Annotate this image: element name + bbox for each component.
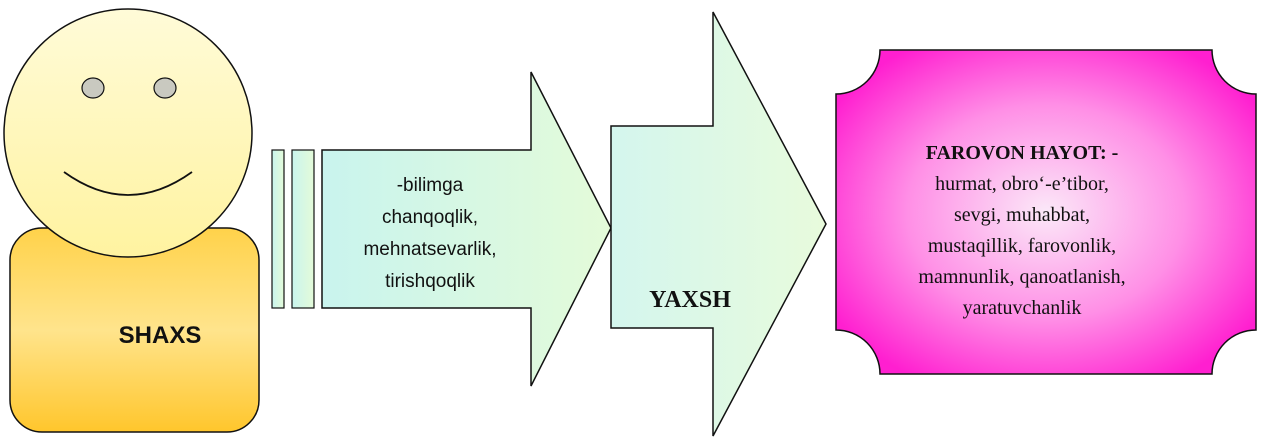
person-label: SHAXS [118, 322, 202, 349]
arrow-qualities-line: mehnatsevarlik, [363, 239, 497, 260]
arrow-qualities-line: -bilimga [396, 175, 464, 196]
arrow-live-shape [610, 11, 827, 437]
arrow-live-text: YAXSH - [615, 283, 765, 325]
person-head [3, 8, 253, 258]
arrow-qualities-text: -bilimga chanqoqlik, mehnatsevarlik, tir… [335, 170, 525, 298]
result-box-title: FAROVON HAYOT: - [925, 142, 1119, 164]
arrow-stripe-1 [271, 149, 285, 309]
result-box-line: hurmat, obro‘-e’tibor, [935, 173, 1109, 195]
smile [63, 171, 193, 196]
arrow-qualities-line: chanqoqlik, [381, 207, 479, 228]
result-box-line: mamnunlik, qanoatlanish, [918, 266, 1126, 288]
arrow-qualities-shape [321, 71, 612, 387]
arrow-qualities-line: tirishqoqlik [385, 271, 475, 292]
right-eye [153, 77, 177, 99]
arrow-live-line: YAXSH [649, 287, 731, 313]
result-box-line: mustaqillik, farovonlik, [927, 235, 1117, 257]
arrow-stripe-2 [291, 149, 315, 309]
result-box-line: yaratuvchanlik [962, 297, 1082, 319]
left-eye [81, 77, 105, 99]
result-box-text: FAROVON HAYOT: - hurmat, obro‘-e’tibor, … [848, 138, 1196, 324]
result-box-line: sevgi, muhabbat, [953, 204, 1091, 226]
arrow-live-line: - [615, 317, 765, 325]
result-box-shape [835, 49, 1257, 375]
